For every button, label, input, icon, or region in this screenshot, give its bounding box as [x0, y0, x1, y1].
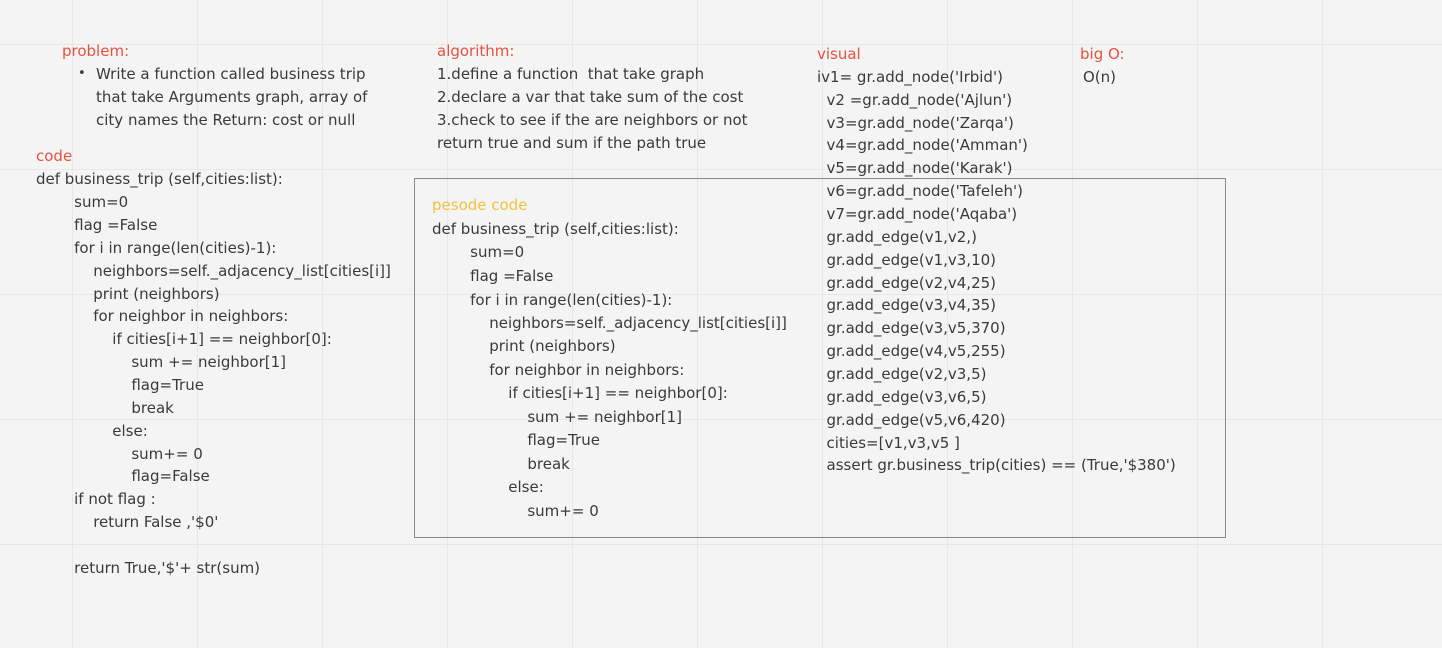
- pseudo-code-line: neighbors=self._adjacency_list[cities[i]…: [432, 314, 787, 332]
- code-line: if cities[i+1] == neighbor[0]:: [36, 330, 332, 348]
- pseudo-code-line: flag=True: [432, 431, 600, 449]
- big-o-heading: big O:: [1080, 45, 1125, 63]
- pseudo-code-line: for neighbor in neighbors:: [432, 361, 685, 379]
- problem-heading: problem:: [62, 42, 130, 60]
- visual-line: cities=[v1,v3,v5 ]: [817, 434, 960, 452]
- code-line: def business_trip (self,cities:list):: [36, 170, 283, 188]
- pseudo-code-line: sum += neighbor[1]: [432, 408, 683, 426]
- code-line: print (neighbors): [36, 285, 220, 303]
- big-o-value: O(n): [1083, 68, 1117, 86]
- code-line: break: [36, 399, 174, 417]
- pseudo-code-line: print (neighbors): [432, 337, 616, 355]
- pseudo-code-line: def business_trip (self,cities:list):: [432, 220, 679, 238]
- code-line: return False ,'$0': [36, 513, 219, 531]
- pseudo-code-line: if cities[i+1] == neighbor[0]:: [432, 384, 728, 402]
- visual-line: gr.add_edge(v1,v2,): [817, 228, 977, 246]
- problem-line: Write a function called business trip: [96, 65, 366, 83]
- code-line: sum=0: [36, 193, 129, 211]
- visual-line: v3=gr.add_node('Zarqa'): [817, 114, 1014, 132]
- visual-line: gr.add_edge(v3,v5,370): [817, 319, 1006, 337]
- algorithm-line: 2.declare a var that take sum of the cos…: [437, 88, 744, 106]
- visual-line: assert gr.business_trip(cities) == (True…: [817, 456, 1176, 474]
- pseudo-code-frame[interactable]: [414, 178, 1226, 538]
- pseudo-code-line: flag =False: [432, 267, 554, 285]
- visual-line: gr.add_edge(v2,v3,5): [817, 365, 987, 383]
- visual-line: gr.add_edge(v1,v3,10): [817, 251, 997, 269]
- visual-line: gr.add_edge(v5,v6,420): [817, 411, 1006, 429]
- visual-line: gr.add_edge(v3,v6,5): [817, 388, 987, 406]
- pseudo-code-line: for i in range(len(cities)-1):: [432, 291, 673, 309]
- code-line: for i in range(len(cities)-1):: [36, 239, 277, 257]
- code-line: sum += neighbor[1]: [36, 353, 287, 371]
- algorithm-heading: algorithm:: [437, 42, 515, 60]
- problem-line: that take Arguments graph, array of: [96, 88, 368, 106]
- code-line: flag =False: [36, 216, 158, 234]
- code-line: flag=False: [36, 467, 210, 485]
- visual-heading: visual: [817, 45, 861, 63]
- algorithm-line: 1.define a function that take graph: [437, 65, 705, 83]
- algorithm-line: 3.check to see if the are neighbors or n…: [437, 111, 748, 129]
- visual-line: v4=gr.add_node('Amman'): [817, 136, 1028, 154]
- visual-line: gr.add_edge(v4,v5,255): [817, 342, 1006, 360]
- bullet-icon: •: [78, 66, 86, 81]
- visual-line: gr.add_edge(v2,v4,25): [817, 274, 997, 292]
- code-line: flag=True: [36, 376, 204, 394]
- code-line: return True,'$'+ str(sum): [36, 559, 261, 577]
- visual-line: v5=gr.add_node('Karak'): [817, 159, 1013, 177]
- problem-line: city names the Return: cost or null: [96, 111, 356, 129]
- code-line: if not flag :: [36, 490, 156, 508]
- code-line: neighbors=self._adjacency_list[cities[i]…: [36, 262, 391, 280]
- visual-line: v2 =gr.add_node('Ajlun'): [817, 91, 1013, 109]
- visual-line: v7=gr.add_node('Aqaba'): [817, 205, 1018, 223]
- code-line: sum+= 0: [36, 445, 203, 463]
- algorithm-line: return true and sum if the path true: [437, 134, 707, 152]
- code-line: for neighbor in neighbors:: [36, 307, 289, 325]
- pseudo-code-line: sum=0: [432, 243, 525, 261]
- visual-line: iv1= gr.add_node('Irbid'): [817, 68, 1003, 86]
- code-heading: code: [36, 147, 73, 165]
- visual-line: gr.add_edge(v3,v4,35): [817, 296, 997, 314]
- pseudo-code-line: break: [432, 455, 570, 473]
- code-line: else:: [36, 422, 148, 440]
- pseudo-code-heading: pesode code: [432, 196, 528, 214]
- pseudo-code-line: sum+= 0: [432, 502, 599, 520]
- visual-line: v6=gr.add_node('Tafeleh'): [817, 182, 1024, 200]
- pseudo-code-line: else:: [432, 478, 544, 496]
